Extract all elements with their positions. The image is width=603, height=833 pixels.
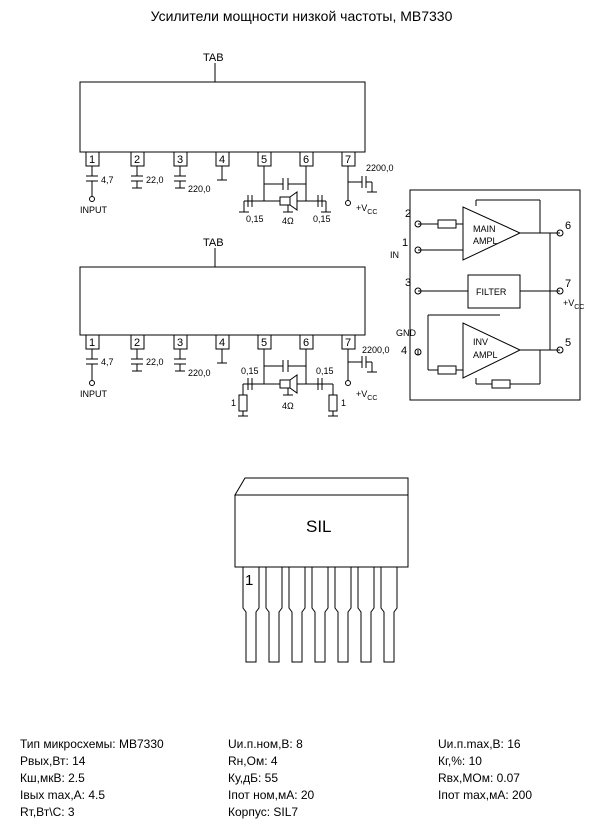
spec-item: Rвх,МОм: 0.07 bbox=[438, 771, 520, 785]
spec-item: Rт,Вт\С: 3 bbox=[20, 805, 75, 819]
bd-pin-label: 7 bbox=[565, 278, 571, 290]
circuit-bottom bbox=[79, 248, 377, 417]
specs-column-2: Uи.п.ном,В: 8 Rн,Ом: 4 Ку,дБ: 55 Iпот но… bbox=[228, 736, 314, 821]
pin-label: 3 bbox=[177, 337, 183, 349]
cap-value: 220,0 bbox=[188, 184, 211, 194]
package-pins bbox=[242, 567, 398, 663]
cap-value: 0,15 bbox=[313, 214, 331, 224]
cap-value: 2200,0 bbox=[362, 345, 390, 355]
pin-label: 6 bbox=[303, 154, 309, 166]
spec-item: Iпот ном,мА: 20 bbox=[228, 788, 315, 802]
in-label: IN bbox=[390, 250, 399, 260]
block-diagram bbox=[409, 189, 581, 401]
bd-pin-label: 6 bbox=[565, 220, 571, 232]
pin-label: 2 bbox=[134, 337, 140, 349]
cap-value: 4,7 bbox=[101, 175, 114, 185]
spec-item: Uи.п.max,В: 16 bbox=[438, 737, 521, 751]
spec-item: Кг,%: 10 bbox=[438, 754, 482, 768]
pin-label: 6 bbox=[303, 337, 309, 349]
sil-package bbox=[234, 477, 409, 663]
package-pin1-label: 1 bbox=[245, 572, 253, 589]
load-label: 4Ω bbox=[282, 401, 294, 411]
inv-ampl-label: INV bbox=[473, 337, 488, 347]
spec-item: Iвых max,А: 4.5 bbox=[20, 788, 106, 802]
pin-label: 7 bbox=[345, 154, 351, 166]
cap-value: 2200,0 bbox=[366, 163, 394, 173]
cap-value: 220,0 bbox=[188, 368, 211, 378]
bd-pin-label: 4 bbox=[401, 345, 407, 357]
bd-pin-label: 1 bbox=[402, 237, 408, 249]
spec-item: Ку,дБ: 55 bbox=[228, 771, 279, 785]
main-amplifier bbox=[462, 206, 522, 261]
input-label: INPUT bbox=[80, 389, 108, 399]
bd-pin-label: 2 bbox=[405, 208, 411, 220]
bd-pin-label: 3 bbox=[405, 277, 411, 289]
filter-label: FILTER bbox=[476, 287, 507, 297]
bd-vcc-label: +VCC bbox=[563, 298, 584, 311]
tab-label-top: TAB bbox=[203, 52, 224, 64]
specs-column-1: Тип микросхемы: MB7330 Pвых,Вт: 14 Кш,мк… bbox=[20, 736, 164, 821]
load-label: 4Ω bbox=[282, 216, 294, 226]
ic-body-bottom bbox=[79, 266, 366, 336]
input-label: INPUT bbox=[80, 205, 108, 215]
spec-item: Корпус: SIL7 bbox=[228, 805, 299, 819]
resistor-label: 1 bbox=[341, 398, 346, 408]
cap-value: 0,15 bbox=[241, 366, 259, 376]
specs-column-3: Uи.п.max,В: 16 Кг,%: 10 Rвх,МОм: 0.07 Iп… bbox=[438, 736, 532, 804]
tab-label-bottom: TAB bbox=[203, 237, 224, 249]
inv-amplifier bbox=[462, 322, 522, 379]
gnd-label: GND bbox=[396, 328, 417, 338]
cap-value: 0,15 bbox=[246, 214, 264, 224]
pin-label: 1 bbox=[89, 154, 95, 166]
spec-item: Кш,мкВ: 2.5 bbox=[20, 771, 85, 785]
vcc-label: +VCC bbox=[356, 203, 377, 216]
pin-label: 5 bbox=[261, 337, 267, 349]
cap-value: 4,7 bbox=[101, 357, 114, 367]
pin-label: 2 bbox=[134, 154, 140, 166]
package-label: SIL bbox=[306, 517, 332, 536]
spec-item: Uи.п.ном,В: 8 bbox=[228, 737, 303, 751]
spec-item: Pвых,Вт: 14 bbox=[20, 754, 86, 768]
cap-value: 22,0 bbox=[146, 175, 164, 185]
spec-item: Rн,Ом: 4 bbox=[228, 754, 278, 768]
spec-item: Тип микросхемы: MB7330 bbox=[20, 737, 164, 751]
cap-value: 0,15 bbox=[316, 366, 334, 376]
pin-label: 3 bbox=[177, 154, 183, 166]
main-ampl-label: AMPL bbox=[473, 236, 498, 246]
inv-ampl-label: AMPL bbox=[473, 350, 498, 360]
pin-label: 5 bbox=[261, 154, 267, 166]
pin-label: 4 bbox=[219, 337, 225, 349]
spec-item: Iпот max,мА: 200 bbox=[438, 788, 533, 802]
page-title: Усилители мощности низкой частоты, МВ733… bbox=[150, 8, 453, 24]
main-ampl-label: MAIN bbox=[473, 224, 496, 234]
pin-label: 1 bbox=[89, 337, 95, 349]
pin-label: 7 bbox=[345, 337, 351, 349]
pin-label: 4 bbox=[219, 154, 225, 166]
bd-pin-label: 5 bbox=[565, 337, 571, 349]
ic-body-top bbox=[79, 81, 366, 153]
resistor-label: 1 bbox=[231, 398, 236, 408]
cap-value: 22,0 bbox=[146, 357, 164, 367]
circuit-top bbox=[79, 63, 377, 213]
vcc-label: +VCC bbox=[356, 389, 377, 402]
